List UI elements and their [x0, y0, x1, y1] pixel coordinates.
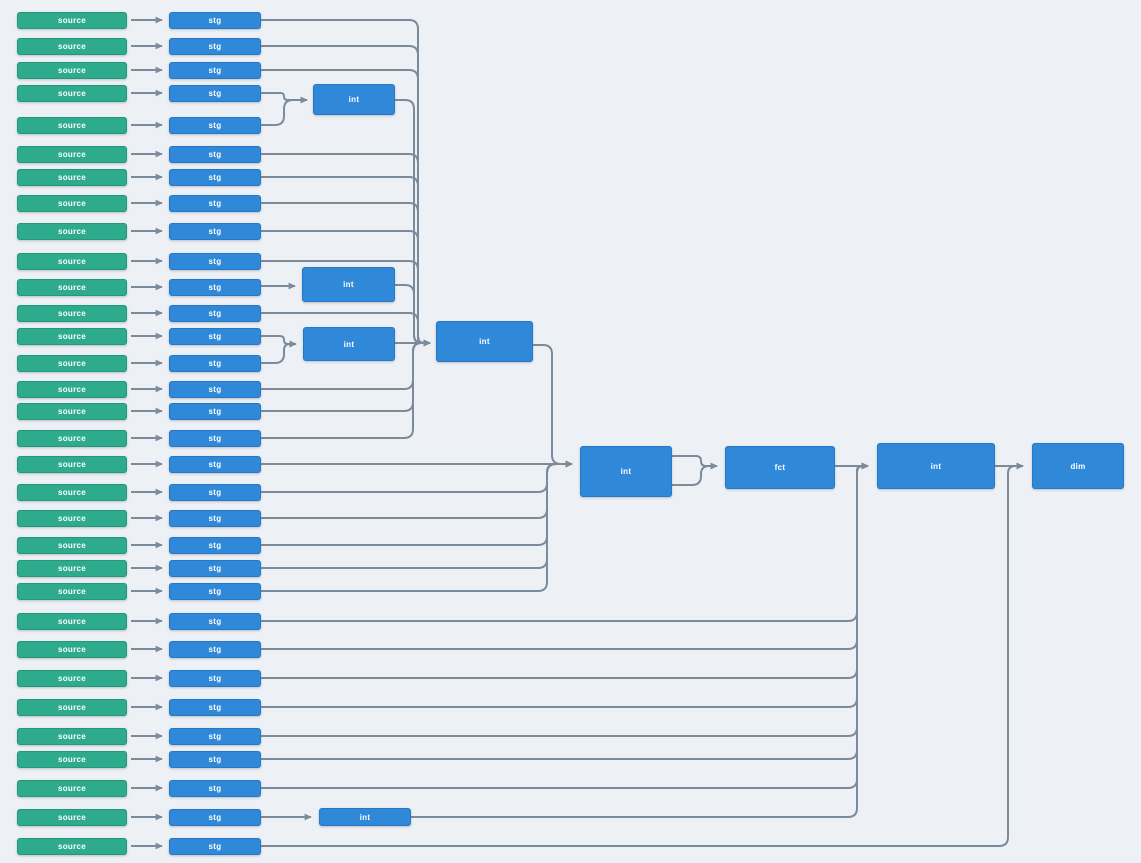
- node-stg-32[interactable]: stg: [169, 838, 261, 855]
- edge-stg-14-to-int-3: [261, 340, 297, 364]
- node-source-22[interactable]: source: [17, 560, 127, 577]
- edge-int-5-to-fct-1: [672, 455, 718, 470]
- node-stg-23[interactable]: stg: [169, 583, 261, 600]
- node-source-14[interactable]: source: [17, 355, 127, 372]
- node-source-25[interactable]: source: [17, 641, 127, 658]
- node-source-27[interactable]: source: [17, 699, 127, 716]
- node-int-5[interactable]: int: [580, 446, 672, 497]
- node-source-21[interactable]: source: [17, 537, 127, 554]
- node-int-3[interactable]: int: [303, 327, 395, 361]
- node-dim-1[interactable]: dim: [1032, 443, 1124, 489]
- node-int-4[interactable]: int: [436, 321, 533, 362]
- node-int-7[interactable]: int: [319, 808, 411, 826]
- node-stg-25[interactable]: stg: [169, 641, 261, 658]
- node-stg-18[interactable]: stg: [169, 456, 261, 473]
- node-source-09[interactable]: source: [17, 223, 127, 240]
- node-stg-29[interactable]: stg: [169, 751, 261, 768]
- node-source-04[interactable]: source: [17, 85, 127, 102]
- node-stg-03[interactable]: stg: [169, 62, 261, 79]
- node-source-06[interactable]: source: [17, 146, 127, 163]
- node-source-28[interactable]: source: [17, 728, 127, 745]
- node-source-15[interactable]: source: [17, 381, 127, 398]
- node-source-13[interactable]: source: [17, 328, 127, 345]
- node-stg-02[interactable]: stg: [169, 38, 261, 55]
- node-source-29[interactable]: source: [17, 751, 127, 768]
- node-stg-20[interactable]: stg: [169, 510, 261, 527]
- node-source-10[interactable]: source: [17, 253, 127, 270]
- edge-stg-23-to-int-5: [261, 460, 573, 592]
- node-stg-21[interactable]: stg: [169, 537, 261, 554]
- node-source-31[interactable]: source: [17, 809, 127, 826]
- node-source-20[interactable]: source: [17, 510, 127, 527]
- node-stg-16[interactable]: stg: [169, 403, 261, 420]
- node-source-03[interactable]: source: [17, 62, 127, 79]
- node-source-30[interactable]: source: [17, 780, 127, 797]
- node-source-02[interactable]: source: [17, 38, 127, 55]
- node-stg-05[interactable]: stg: [169, 117, 261, 134]
- node-stg-30[interactable]: stg: [169, 780, 261, 797]
- edge-int-7-to-int-6: [411, 462, 869, 818]
- node-source-11[interactable]: source: [17, 279, 127, 296]
- edge-stg-05-to-int-1: [261, 96, 308, 126]
- node-source-23[interactable]: source: [17, 583, 127, 600]
- node-source-07[interactable]: source: [17, 169, 127, 186]
- node-int-1[interactable]: int: [313, 84, 395, 115]
- node-fct-1[interactable]: fct: [725, 446, 835, 489]
- node-int-6[interactable]: int: [877, 443, 995, 489]
- node-source-05[interactable]: source: [17, 117, 127, 134]
- node-stg-07[interactable]: stg: [169, 169, 261, 186]
- node-stg-22[interactable]: stg: [169, 560, 261, 577]
- node-stg-01[interactable]: stg: [169, 12, 261, 29]
- node-stg-10[interactable]: stg: [169, 253, 261, 270]
- node-stg-17[interactable]: stg: [169, 430, 261, 447]
- node-source-16[interactable]: source: [17, 403, 127, 420]
- node-stg-08[interactable]: stg: [169, 195, 261, 212]
- node-stg-15[interactable]: stg: [169, 381, 261, 398]
- edge-stg-04-to-int-1: [261, 92, 308, 104]
- node-stg-04[interactable]: stg: [169, 85, 261, 102]
- node-stg-19[interactable]: stg: [169, 484, 261, 501]
- node-source-24[interactable]: source: [17, 613, 127, 630]
- node-source-17[interactable]: source: [17, 430, 127, 447]
- node-stg-26[interactable]: stg: [169, 670, 261, 687]
- node-source-01[interactable]: source: [17, 12, 127, 29]
- node-stg-27[interactable]: stg: [169, 699, 261, 716]
- node-stg-06[interactable]: stg: [169, 146, 261, 163]
- node-source-08[interactable]: source: [17, 195, 127, 212]
- node-stg-11[interactable]: stg: [169, 279, 261, 296]
- node-stg-09[interactable]: stg: [169, 223, 261, 240]
- node-stg-24[interactable]: stg: [169, 613, 261, 630]
- edge-int-4-to-int-5: [533, 344, 573, 468]
- node-stg-14[interactable]: stg: [169, 355, 261, 372]
- node-int-2[interactable]: int: [302, 267, 395, 302]
- node-stg-31[interactable]: stg: [169, 809, 261, 826]
- node-stg-28[interactable]: stg: [169, 728, 261, 745]
- node-source-19[interactable]: source: [17, 484, 127, 501]
- node-source-12[interactable]: source: [17, 305, 127, 322]
- node-source-26[interactable]: source: [17, 670, 127, 687]
- node-source-18[interactable]: source: [17, 456, 127, 473]
- edge-int-5-to-fct-1: [672, 462, 718, 486]
- node-stg-12[interactable]: stg: [169, 305, 261, 322]
- node-stg-13[interactable]: stg: [169, 328, 261, 345]
- node-source-32[interactable]: source: [17, 838, 127, 855]
